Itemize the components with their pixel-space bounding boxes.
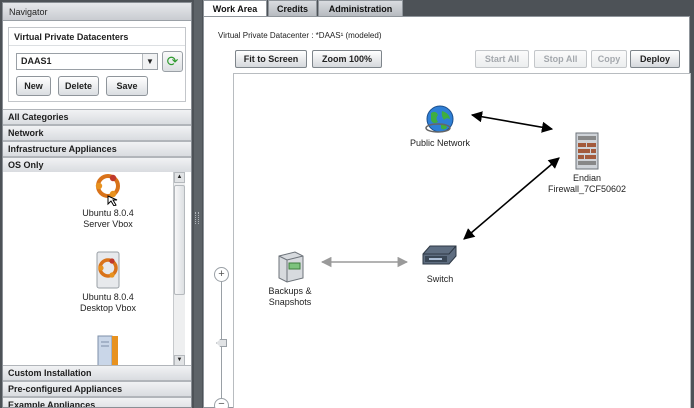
- appliance-sub: Desktop Vbox: [79, 303, 137, 313]
- start-all-button[interactable]: Start All: [475, 50, 529, 68]
- node-label: Public Network: [409, 138, 471, 148]
- zoom-100-button[interactable]: Zoom 100%: [312, 50, 382, 68]
- appliance-item[interactable]: [48, 334, 168, 366]
- node-label: Switch: [426, 274, 454, 284]
- splitter-grip[interactable]: [195, 212, 199, 224]
- tab-administration[interactable]: Administration: [318, 0, 403, 16]
- node-public-network[interactable]: Public Network: [399, 104, 481, 149]
- deploy-button[interactable]: Deploy: [630, 50, 680, 68]
- appliance-list: Ubuntu 8.0.4 Server Vbox Ubuntu 8.0.4 De…: [3, 172, 191, 366]
- delete-button[interactable]: Delete: [58, 76, 99, 96]
- switch-icon: [422, 245, 457, 265]
- zoom-out-icon[interactable]: −: [214, 398, 229, 408]
- category-example[interactable]: Example Appliances: [3, 397, 191, 407]
- tab-work-area[interactable]: Work Area: [203, 0, 267, 17]
- node-switch[interactable]: Switch: [405, 242, 475, 285]
- appliance-scrollbar[interactable]: ▲ ▼: [173, 172, 185, 366]
- vpd-select[interactable]: DAAS1 ▼: [16, 53, 158, 70]
- work-area-panel: Virtual Private Datacenter : *DAAS¹ (mod…: [203, 16, 691, 408]
- vpd-panel: Virtual Private Datacenters DAAS1 ▼ ⟳ Ne…: [8, 27, 186, 102]
- node-label: Endian: [572, 173, 602, 183]
- category-infrastructure[interactable]: Infrastructure Appliances: [3, 141, 191, 157]
- node-label: Firewall_7CF50602: [547, 184, 627, 194]
- refresh-icon: ⟳: [166, 53, 179, 69]
- ubuntu-icon: [96, 251, 120, 289]
- node-endian-firewall[interactable]: Endian Firewall_7CF50602: [539, 131, 635, 195]
- zoom-slider[interactable]: + −: [212, 267, 232, 408]
- category-os-only[interactable]: OS Only: [3, 157, 191, 173]
- node-backups-snapshots[interactable]: Backups & Snapshots: [258, 246, 322, 308]
- copy-button[interactable]: Copy: [591, 50, 627, 68]
- panel-splitter[interactable]: [194, 0, 202, 408]
- network-canvas[interactable]: Public Network Endian Firewall_7CF50602: [233, 73, 691, 408]
- vpd-select-value: DAAS1: [21, 56, 52, 66]
- appliance-sub: Server Vbox: [83, 219, 133, 229]
- firewall-icon: [575, 132, 599, 170]
- zoom-in-icon[interactable]: +: [214, 267, 229, 282]
- category-preconfigured[interactable]: Pre-configured Appliances: [3, 381, 191, 397]
- scroll-up-icon[interactable]: ▲: [174, 172, 185, 183]
- storage-icon: [278, 251, 304, 283]
- node-label: Backups &: [268, 286, 312, 296]
- link-public-firewall[interactable]: [470, 111, 554, 133]
- chevron-down-icon[interactable]: ▼: [142, 54, 157, 69]
- zoom-handle[interactable]: [216, 339, 227, 347]
- navigator-title: Navigator: [3, 3, 191, 21]
- connection-layer: [320, 111, 560, 268]
- appliance-item[interactable]: Ubuntu 8.0.4 Desktop Vbox: [48, 250, 168, 314]
- appliance-item[interactable]: Ubuntu 8.0.4 Server Vbox: [48, 172, 168, 230]
- navigator-panel: Navigator Virtual Private Datacenters DA…: [2, 2, 192, 408]
- stop-all-button[interactable]: Stop All: [534, 50, 587, 68]
- link-firewall-switch[interactable]: [463, 157, 560, 240]
- globe-icon: [425, 105, 454, 133]
- node-label: Snapshots: [268, 297, 312, 307]
- fit-to-screen-button[interactable]: Fit to Screen: [235, 50, 307, 68]
- ubuntu-icon: [95, 174, 120, 207]
- vpd-panel-title: Virtual Private Datacenters: [9, 28, 185, 46]
- appliance-name: Ubuntu 8.0.4: [82, 208, 134, 218]
- save-button[interactable]: Save: [106, 76, 148, 96]
- appliance-box-icon: [97, 335, 118, 366]
- appliance-name: Ubuntu 8.0.4: [82, 292, 134, 302]
- refresh-button[interactable]: ⟳: [162, 51, 183, 72]
- scroll-thumb[interactable]: [174, 185, 185, 295]
- tab-credits[interactable]: Credits: [268, 0, 317, 16]
- new-button[interactable]: New: [16, 76, 51, 96]
- category-custom-installation[interactable]: Custom Installation: [3, 365, 191, 381]
- category-network[interactable]: Network: [3, 125, 191, 141]
- category-all[interactable]: All Categories: [3, 109, 191, 125]
- vpd-path: Virtual Private Datacenter : *DAAS¹ (mod…: [218, 31, 382, 40]
